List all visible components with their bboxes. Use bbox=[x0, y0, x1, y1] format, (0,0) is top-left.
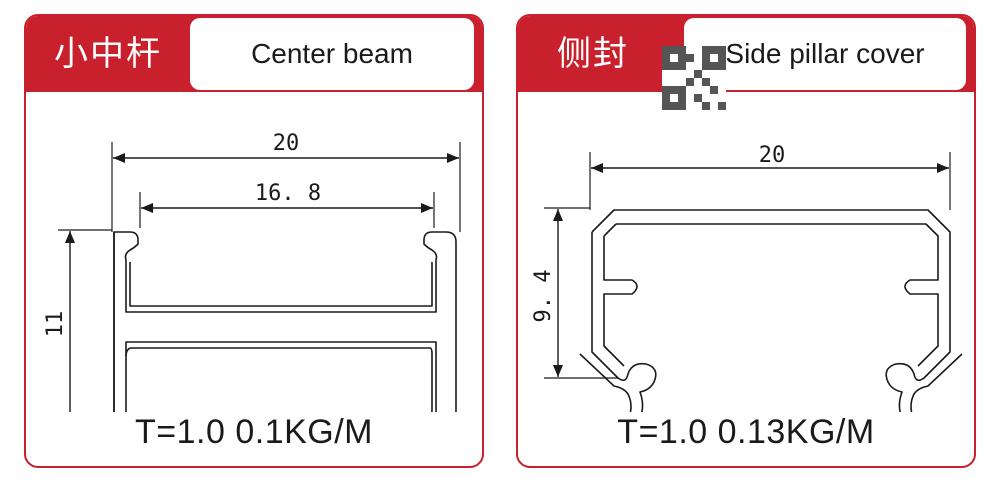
side-pillar-cover-drawing: 20 9. 4 bbox=[531, 143, 963, 412]
panel-header: 侧封 Side pillar cover bbox=[518, 16, 974, 92]
dim-height: 11 bbox=[43, 311, 68, 338]
title-en: Side pillar cover bbox=[684, 18, 966, 90]
center-beam-profile bbox=[113, 231, 457, 412]
panel-header: 小中杆 Center beam bbox=[26, 16, 482, 92]
title-cn: 小中杆 bbox=[54, 34, 162, 74]
center-beam-drawing: 20 16. 8 11 bbox=[43, 131, 461, 412]
spec-text: T=1.0 0.13KG/M bbox=[617, 413, 875, 451]
spec-text: T=1.0 0.1KG/M bbox=[135, 413, 373, 451]
panel-center-beam: 小中杆 Center beam 20 16. 8 11 bbox=[24, 14, 484, 468]
title-cn: 侧封 bbox=[557, 34, 629, 74]
dim-height: 9. 4 bbox=[531, 270, 556, 323]
qr-code-icon bbox=[662, 46, 726, 110]
dim-outer-width: 20 bbox=[759, 143, 786, 168]
title-en: Center beam bbox=[190, 18, 474, 90]
panel-side-pillar-cover: 侧封 Side pillar cover 20 9. 4 bbox=[516, 14, 976, 468]
dim-inner-width: 16. 8 bbox=[255, 181, 321, 206]
side-pillar-cover-profile bbox=[579, 209, 963, 412]
dim-outer-width: 20 bbox=[273, 131, 300, 156]
